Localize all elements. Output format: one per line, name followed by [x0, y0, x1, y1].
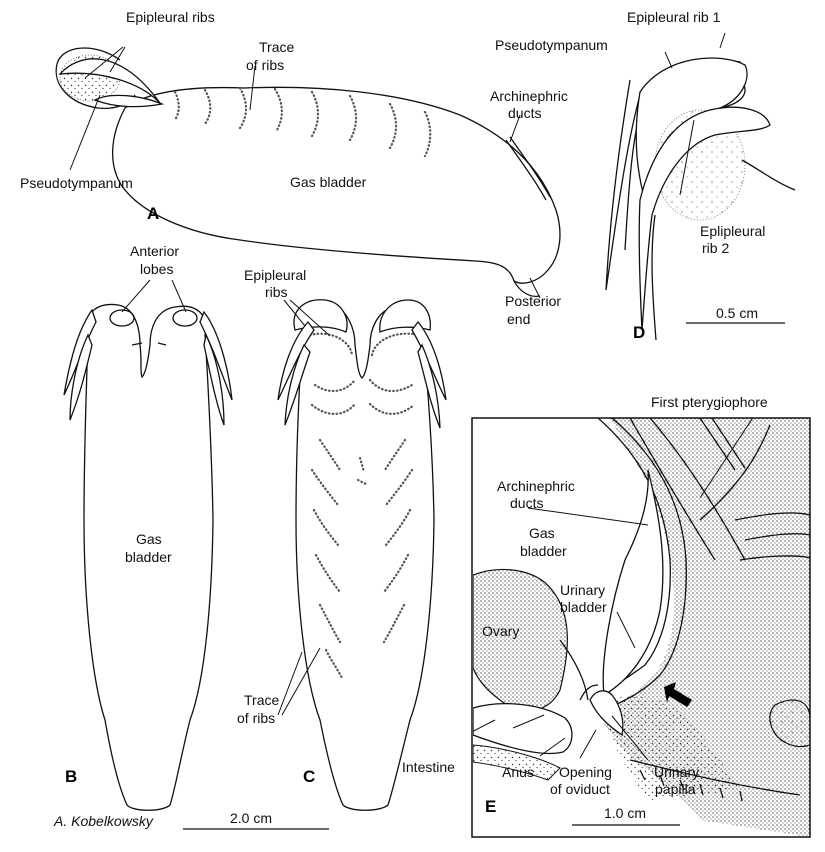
ovary — [473, 569, 568, 712]
archinephric-duct-a-1 — [505, 139, 547, 201]
epipleural-rib-c-right-2 — [417, 343, 441, 429]
label-gas-bladder-e-1: Gas — [529, 525, 555, 541]
label-posterior-end-2: end — [507, 311, 530, 327]
label-epipleural-rib-2-1: Eplipleural — [700, 223, 765, 239]
label-epipleural-ribs-c-2: ribs — [265, 284, 288, 300]
gas-bladder-b-outline — [83, 303, 214, 811]
label-intestine: Intestine — [402, 759, 455, 775]
panel-letter-d: D — [633, 323, 645, 342]
label-epipleural-ribs-c-1: Epipleural — [244, 267, 306, 283]
label-urinary-bladder-2: bladder — [560, 599, 607, 615]
first-pterygiophore — [699, 418, 771, 521]
scale-bars: 0.5 cm 2.0 cm 1.0 cm A. Kobelkowsky — [53, 305, 785, 830]
label-archinephric-ducts-e-2: ducts — [510, 495, 543, 511]
label-gas-bladder-a: Gas bladder — [290, 174, 367, 190]
panel-d-detail — [605, 32, 796, 341]
label-opening-of-oviduct-1: Opening — [559, 764, 612, 780]
label-trace-of-ribs-a-2: of ribs — [246, 57, 284, 73]
panel-a-lateral-view — [55, 46, 561, 299]
scale-bar-d-label: 0.5 cm — [716, 305, 758, 321]
label-anus: Anus — [502, 764, 534, 780]
label-opening-of-oviduct-2: of oviduct — [550, 781, 610, 797]
label-first-pterygiophore: First pterygiophore — [651, 394, 768, 410]
panel-letter-c: C — [303, 767, 315, 786]
epipleural-rib-c-left — [277, 320, 315, 401]
label-anterior-lobes-1: Anterior — [130, 243, 179, 259]
arrow-marker — [664, 682, 692, 707]
posterior-end-tip — [513, 280, 541, 298]
label-trace-of-ribs-a-1: Trace — [259, 39, 294, 55]
epipleural-rib-b-left-2 — [69, 333, 93, 421]
label-trace-of-ribs-c-1: Trace — [244, 692, 279, 708]
epipleural-rib-2-d — [638, 106, 771, 331]
label-urinary-papilla-1: Urinary — [654, 764, 699, 780]
label-gas-bladder-b-2: bladder — [125, 549, 172, 565]
panel-letter-b: B — [65, 767, 77, 786]
archinephric-duct-a-2 — [509, 136, 551, 198]
illustrator-credit: A. Kobelkowsky — [53, 813, 154, 829]
gas-bladder-a-outline — [111, 86, 561, 284]
label-anterior-lobes-2: lobes — [140, 261, 173, 277]
label-gas-bladder-e-2: bladder — [520, 543, 567, 559]
gas-bladder-c-outline — [295, 304, 435, 811]
urinary-bladder — [602, 469, 664, 697]
label-epipleural-rib-1: Epipleural rib 1 — [627, 9, 721, 25]
label-epipleural-ribs-a: Epipleural ribs — [126, 9, 215, 25]
panel-letter-a: A — [147, 204, 159, 223]
label-pseudotympanum-d: Pseudotympanum — [495, 37, 608, 53]
intestine — [473, 703, 573, 755]
scale-bar-e-label: 1.0 cm — [604, 805, 646, 821]
epipleural-rib-c-right — [411, 320, 447, 401]
scale-bar-bc-label: 2.0 cm — [230, 810, 272, 826]
label-trace-of-ribs-c-2: of ribs — [237, 710, 275, 726]
label-epipleural-rib-2-2: rib 2 — [702, 240, 729, 256]
panel-letter-e: E — [485, 797, 496, 816]
label-urinary-papilla-2: papilla — [655, 781, 696, 797]
label-pseudotympanum-a: Pseudotympanum — [20, 175, 133, 191]
label-gas-bladder-b-1: Gas — [136, 531, 162, 547]
label-archinephric-ducts-a-2: ducts — [508, 105, 541, 121]
trace-of-ribs-c — [310, 378, 416, 680]
panel-b-ventral-view — [63, 279, 233, 811]
labels: A B C D E Epipleural ribs Trace of ribs … — [20, 9, 768, 816]
label-urinary-bladder-1: Urinary — [560, 582, 605, 598]
panel-c-dorsal-view — [277, 299, 447, 811]
label-ovary: Ovary — [482, 623, 519, 639]
fin-rays — [629, 759, 801, 802]
label-archinephric-ducts-e-1: Archinephric — [497, 478, 575, 494]
label-posterior-end-1: Posterior — [505, 293, 561, 309]
epipleural-rib-b-right-2 — [203, 332, 225, 426]
panel-e-urogenital-detail — [471, 417, 811, 838]
epipleural-rib-a-2 — [93, 94, 165, 108]
label-archinephric-ducts-a-1: Archinephric — [490, 88, 568, 104]
epipleural-rib-c-left-2 — [284, 343, 311, 426]
trace-of-ribs-a — [173, 86, 432, 158]
right-lobe-e — [769, 699, 810, 748]
urinary-papilla — [589, 690, 624, 737]
